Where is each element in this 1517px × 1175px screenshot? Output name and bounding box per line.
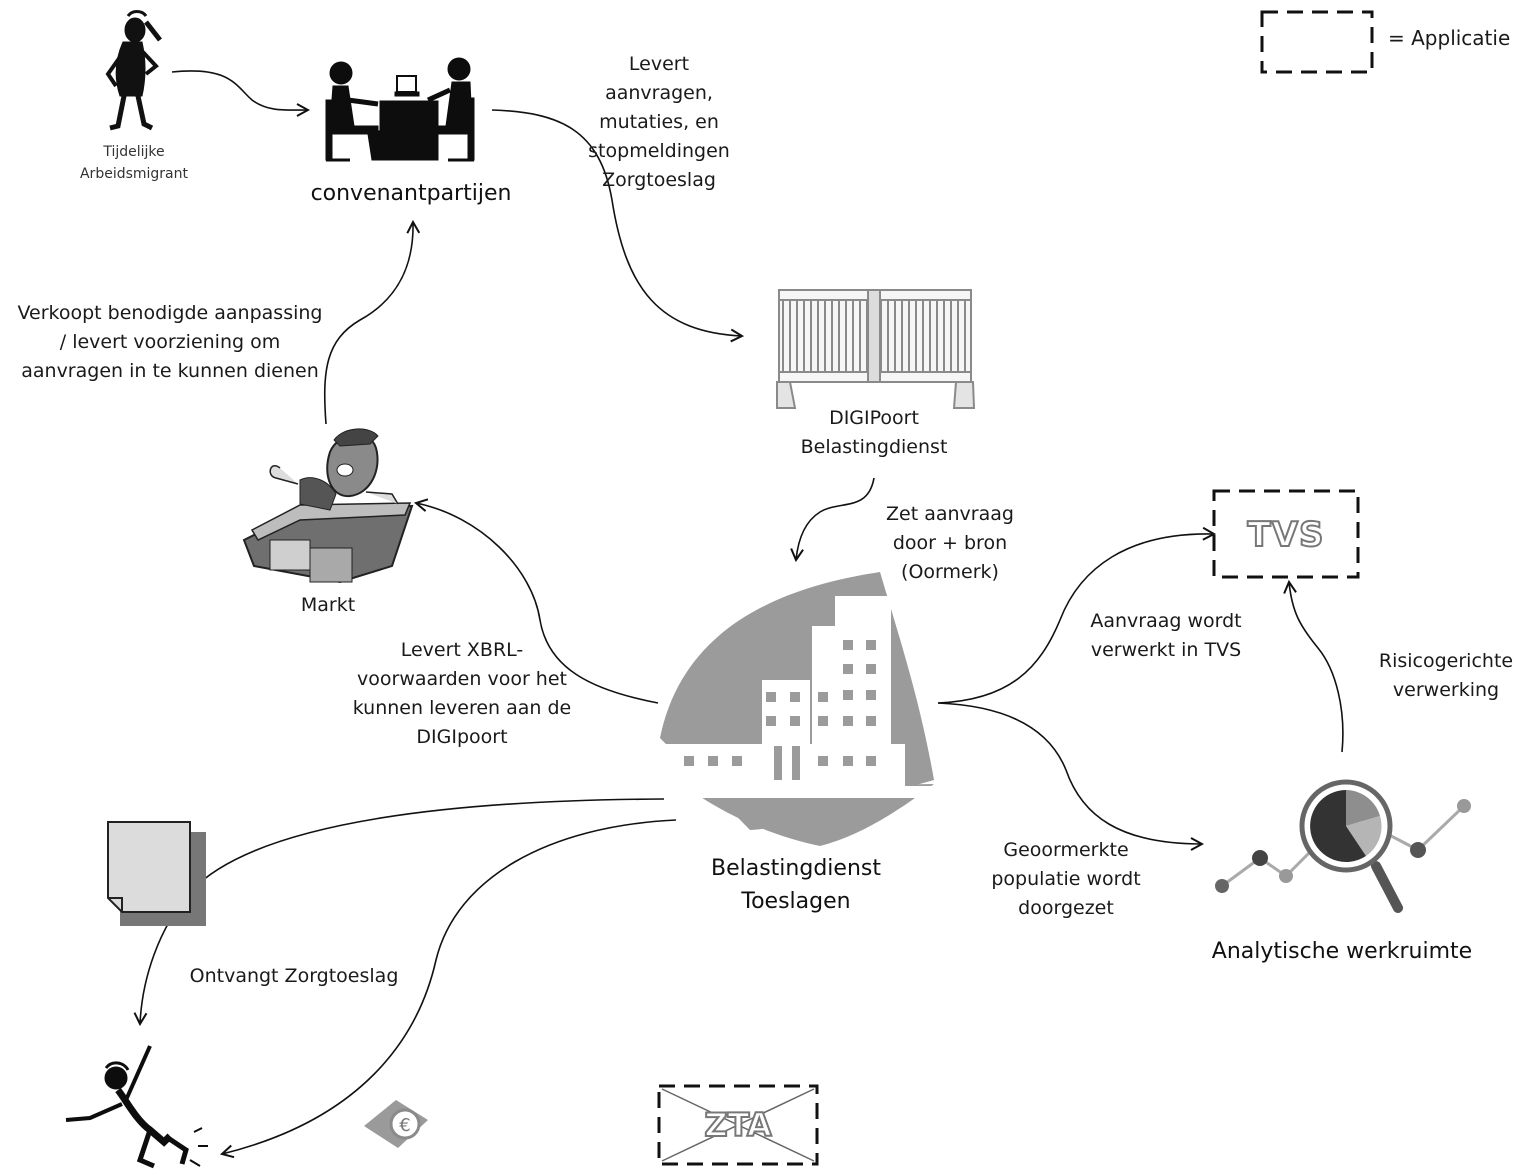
edge-migrant-to-convenant (171, 70, 308, 110)
markt-vendor-icon (242, 428, 414, 584)
digipoort-gate-icon (776, 289, 976, 409)
euro-icon: € (364, 1100, 428, 1148)
edge-label-geoormerkt: Geoormerkte populatie wordt doorgezet (991, 839, 1141, 919)
analytisch-icon (1215, 779, 1471, 913)
edge-markt-to-convenant (323, 222, 413, 425)
zta-application-box (657, 1084, 819, 1166)
edge-label-ontvangt: Ontvangt Zorgtoeslag (189, 965, 399, 987)
edge-toeslagen-to-analytisch (937, 702, 1202, 844)
legend-label: = Applicatie (1388, 26, 1511, 50)
edge-label-levert-aanvragen: Levert aanvragen, mutaties, en stopmeldi… (588, 53, 730, 191)
svg-text:€: € (399, 1115, 410, 1136)
recipient-figure (65, 1045, 208, 1169)
node-convenant-label: convenantpartijen (310, 181, 512, 206)
edge-toeslagen-to-recipient-2 (222, 819, 677, 1154)
node-digipoort-label: DIGIPoort Belastingdienst (800, 407, 948, 458)
node-analytisch-label: Analytische werkruimte (1211, 939, 1473, 964)
edge-label-levert-xbrl: Levert XBRL- voorwaarden voor het kunnen… (352, 639, 572, 748)
edge-label-verkoopt: Verkoopt benodigde aanpassing / levert v… (17, 302, 323, 382)
migrant-figure (105, 10, 162, 131)
edge-convenant-to-digipoort (491, 109, 742, 336)
tvs-application-box (1212, 489, 1360, 579)
toeslagen-building-icon (660, 572, 935, 846)
edge-analytisch-to-tvs (1289, 582, 1344, 753)
edge-toeslagen-to-tvs (937, 534, 1214, 704)
edge-label-risicogericht: Risicogerichte verwerking (1378, 650, 1514, 701)
edge-toeslagen-to-markt (416, 503, 659, 704)
node-zta-label: ZTA (703, 1105, 772, 1145)
node-markt-label: Markt (300, 594, 356, 616)
node-tvs-label: TVS (1247, 514, 1325, 556)
convenant-figure (325, 57, 475, 162)
legend-application-box (1260, 10, 1374, 74)
document-icon (107, 821, 206, 926)
edge-digipoort-to-toeslagen (796, 477, 875, 560)
edge-toeslagen-to-recipient (140, 798, 665, 1024)
node-migrant-label: Tijdelijke Arbeidsmigrant (79, 144, 188, 182)
edge-label-aanvraag-tvs: Aanvraag wordt verwerkt in TVS (1090, 610, 1242, 661)
node-toeslagen-label: Belastingdienst Toeslagen (711, 856, 881, 914)
edge-label-zet-aanvraag: Zet aanvraag door + bron (Oormerk) (886, 503, 1014, 583)
